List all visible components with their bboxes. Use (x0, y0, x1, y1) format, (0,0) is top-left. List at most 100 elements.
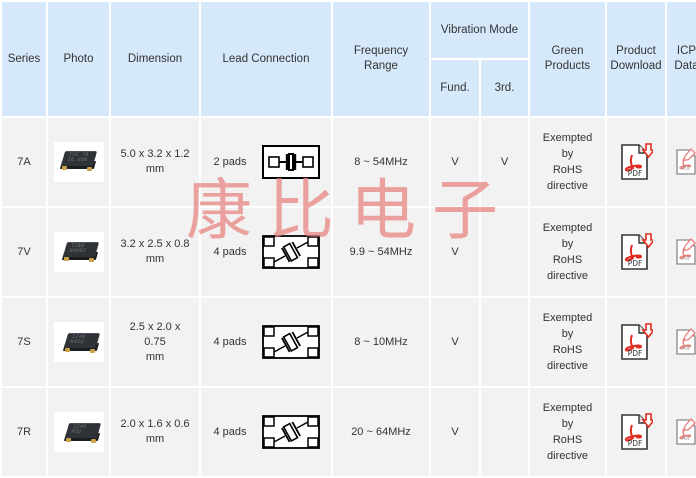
svg-text:PDF: PDF (681, 346, 690, 352)
column-header-fundamental-label: Fund. (431, 81, 479, 96)
column-header-vibration-mode: Vibration Mode (431, 2, 528, 58)
column-header-frequency-range-label: Frequency Range (333, 44, 429, 74)
frequency-value: 9.9 ~ 54MHz (333, 245, 429, 260)
crystal-package-photo: TXC 7A 16.000 (54, 142, 104, 182)
pdf-edit-icon[interactable]: PDF (675, 238, 696, 266)
table-row: 7V T260 94H01 3.2 x 2.5 x 0.8 mm (2, 208, 696, 296)
cell-series: 7S (2, 298, 46, 386)
cell-icp-data[interactable]: PDF (667, 208, 696, 296)
lead-pads-value: 4 pads (210, 335, 249, 350)
package-pad-right (87, 167, 92, 171)
pdf-edit-icon[interactable]: PDF (675, 148, 696, 176)
column-header-lead-connection-label: Lead Connection (201, 52, 331, 67)
four-pad-crystal-symbol-icon (260, 321, 322, 363)
fundamental-value: V (431, 335, 479, 350)
cell-fundamental: V (431, 118, 479, 206)
column-header-dimension: Dimension (111, 2, 199, 116)
package-graphic: TXC 7A 16.000 (61, 151, 97, 172)
cell-photo: 1240 M3Q (48, 388, 109, 476)
package-pad-right (89, 258, 94, 262)
pdf-download-icon[interactable]: PDF (619, 142, 653, 182)
series-value: 7S (2, 335, 46, 350)
package-pad-right (91, 439, 96, 443)
pdf-download-icon[interactable]: PDF (619, 232, 653, 272)
cell-lead-connection: 4 pads (201, 298, 331, 386)
cell-product-download[interactable]: PDF (607, 388, 665, 476)
svg-text:PDF: PDF (628, 169, 643, 178)
four-pad-crystal-symbol-icon (260, 411, 322, 453)
cell-photo: TXC 7A 16.000 (48, 118, 109, 206)
series-value: 7A (2, 155, 46, 170)
cell-series: 7V (2, 208, 46, 296)
cell-product-download[interactable]: PDF (607, 118, 665, 206)
green-products-value: Exempted by RoHS directive (530, 400, 605, 464)
pdf-edit-icon[interactable]: PDF (675, 418, 696, 446)
dimension-value: 2.0 x 1.6 x 0.6 mm (111, 417, 199, 447)
column-header-series-label: Series (2, 52, 46, 67)
package-marking: 1240 M3Q (70, 425, 95, 435)
cell-dimension: 2.0 x 1.6 x 0.6 mm (111, 388, 199, 476)
pdf-edit-icon[interactable]: PDF (675, 328, 696, 356)
cell-fundamental: V (431, 208, 479, 296)
cell-product-download[interactable]: PDF (607, 208, 665, 296)
third-overtone-value: V (481, 155, 528, 170)
frequency-value: 8 ~ 10MHz (333, 335, 429, 350)
cell-lead-connection: 2 pads (201, 118, 331, 206)
header-row-main: Series Photo Dimension Lead Connection F… (2, 2, 696, 58)
lead-pads-value: 2 pads (210, 155, 249, 170)
package-pad-left (64, 257, 69, 261)
cell-fundamental: V (431, 298, 479, 386)
cell-third-overtone (481, 298, 528, 386)
lead-pads-value: 4 pads (210, 245, 249, 260)
pdf-download-icon[interactable]: PDF (619, 412, 653, 452)
cell-photo: 1240 K41Q (48, 298, 109, 386)
column-header-lead-connection: Lead Connection (201, 2, 331, 116)
cell-icp-data[interactable]: PDF (667, 118, 696, 206)
frequency-value: 20 ~ 64MHz (333, 425, 429, 440)
cell-lead-connection: 4 pads (201, 388, 331, 476)
svg-text:PDF: PDF (681, 436, 690, 442)
crystal-package-photo: T260 94H01 (54, 232, 104, 272)
package-pad-right (90, 349, 95, 353)
column-header-photo-label: Photo (48, 52, 109, 67)
package-graphic: 1240 M3Q (65, 423, 93, 441)
dimension-value: 5.0 x 3.2 x 1.2 mm (111, 147, 199, 177)
cell-icp-data[interactable]: PDF (667, 388, 696, 476)
cell-product-download[interactable]: PDF (607, 298, 665, 386)
table-row: 7S 1240 K41Q 2.5 x 2.0 x 0.75 mm (2, 298, 696, 386)
cell-icp-data[interactable]: PDF (667, 298, 696, 386)
package-graphic: T260 94H01 (63, 242, 95, 262)
dimension-value: 2.5 x 2.0 x 0.75 mm (111, 320, 199, 365)
cell-photo: T260 94H01 (48, 208, 109, 296)
package-pad-left (65, 348, 70, 352)
two-pad-crystal-symbol-icon (260, 141, 322, 183)
fundamental-value: V (431, 245, 479, 260)
crystal-package-photo: 1240 K41Q (54, 322, 104, 362)
pdf-download-icon[interactable]: PDF (619, 322, 653, 362)
column-header-series: Series (2, 2, 46, 116)
series-value: 7V (2, 245, 46, 260)
svg-text:PDF: PDF (628, 259, 643, 268)
svg-text:PDF: PDF (628, 349, 643, 358)
cell-fundamental: V (431, 388, 479, 476)
column-header-product-download: Product Download (607, 2, 665, 116)
fundamental-value: V (431, 155, 479, 170)
cell-third-overtone (481, 388, 528, 476)
cell-dimension: 3.2 x 2.5 x 0.8 mm (111, 208, 199, 296)
table-header: Series Photo Dimension Lead Connection F… (2, 2, 696, 116)
svg-text:PDF: PDF (628, 439, 643, 448)
package-graphic: 1240 K41Q (64, 333, 94, 352)
package-marking: 1240 K41Q (69, 335, 94, 345)
cell-series: 7R (2, 388, 46, 476)
column-header-dimension-label: Dimension (111, 52, 199, 67)
cell-dimension: 2.5 x 2.0 x 0.75 mm (111, 298, 199, 386)
svg-text:PDF: PDF (681, 166, 690, 172)
package-pad-left (62, 166, 67, 170)
series-value: 7R (2, 425, 46, 440)
column-header-product-download-label: Product Download (607, 44, 665, 74)
cell-lead-connection: 4 pads (201, 208, 331, 296)
cell-green-products: Exempted by RoHS directive (530, 208, 605, 296)
crystal-package-photo: 1240 M3Q (54, 412, 104, 452)
svg-text:PDF: PDF (681, 256, 690, 262)
column-header-icp-data-label: ICP Data (667, 44, 696, 74)
